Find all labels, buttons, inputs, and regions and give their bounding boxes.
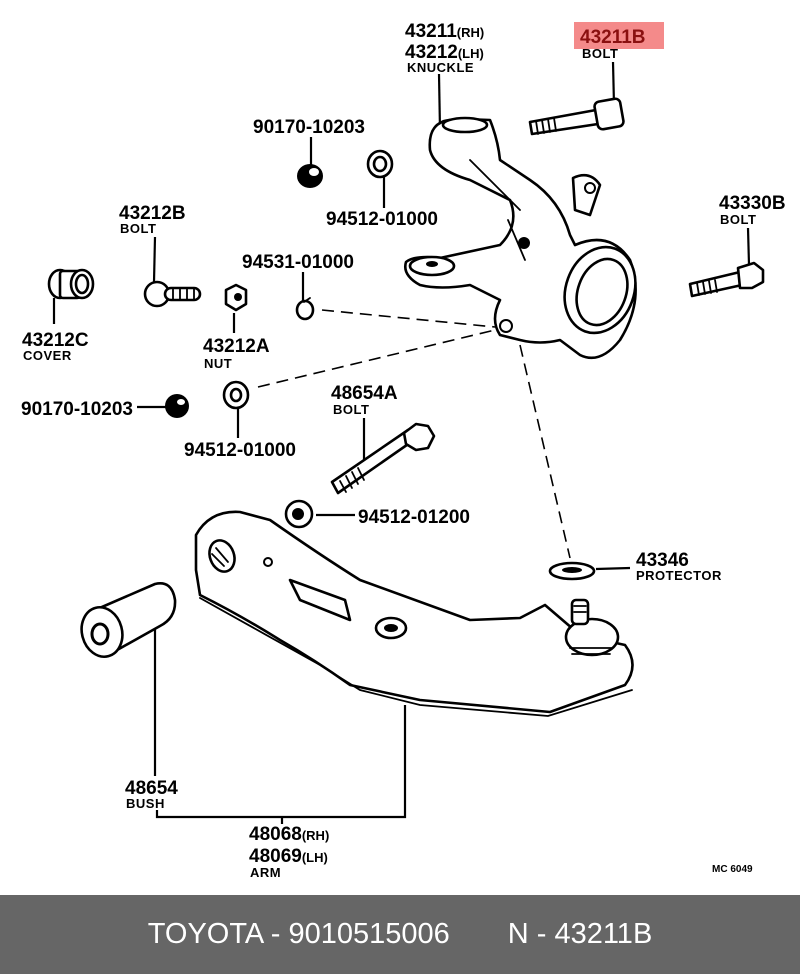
knuckle-pn-lh: 43212 bbox=[405, 42, 458, 63]
label-nut-43212a[interactable]: 43212A NUT bbox=[203, 336, 270, 371]
bush-name: BUSH bbox=[126, 796, 165, 811]
nut-43212a-icon[interactable] bbox=[224, 283, 248, 312]
bolt-43330b-name: BOLT bbox=[720, 212, 756, 227]
bolt-48654a-name: BOLT bbox=[333, 402, 369, 417]
protector-43346-icon[interactable] bbox=[548, 561, 596, 581]
cover-43212c-icon[interactable] bbox=[47, 268, 95, 300]
washer-94512-top-icon[interactable] bbox=[366, 149, 394, 179]
label-bolt-43211b[interactable]: 43211B BOLT bbox=[580, 27, 646, 61]
nut-90170-left-icon[interactable] bbox=[165, 394, 189, 418]
arm-pn-rh: 48068 bbox=[249, 824, 302, 845]
bush-pn: 48654 bbox=[125, 778, 178, 799]
arm-48068-icon[interactable] bbox=[194, 510, 634, 717]
cover-name: COVER bbox=[23, 348, 72, 363]
bolt-43330b-icon[interactable] bbox=[688, 261, 765, 298]
parts-diagram: 43211(RH) 43212(LH) KNUCKLE 43211B BOLT … bbox=[21, 21, 786, 880]
svg-text:48069(LH): 48069(LH) bbox=[249, 846, 328, 867]
nut-43212a-name: NUT bbox=[204, 356, 232, 371]
highlight-43211b bbox=[574, 22, 664, 49]
knuckle-pn-rh: 43211 bbox=[405, 21, 457, 42]
bolt-43212b-icon[interactable] bbox=[143, 280, 202, 308]
svg-text:43212(LH): 43212(LH) bbox=[405, 42, 484, 63]
bolt-43212b-pn: 43212B bbox=[119, 203, 186, 224]
label-protector-43346[interactable]: 43346 PROTECTOR bbox=[636, 550, 722, 583]
assembly-dash-lines bbox=[257, 309, 571, 559]
diagram-ref-code: MC 6049 bbox=[712, 864, 753, 875]
bolt-43211b-pn: 43211B bbox=[580, 27, 646, 48]
svg-text:48068(RH): 48068(RH) bbox=[249, 824, 329, 845]
washer-94512-mid-icon[interactable] bbox=[222, 380, 250, 410]
footer-bar: TOYOTA - 9010515006 N - 43211B bbox=[0, 895, 800, 974]
bolt-43212b-name: BOLT bbox=[120, 221, 156, 236]
bolt-43211b-icon[interactable] bbox=[528, 97, 625, 136]
bush-48654-icon[interactable] bbox=[76, 582, 177, 661]
knuckle-name: KNUCKLE bbox=[407, 60, 474, 75]
label-washer-94512-mid[interactable]: 94512-01000 bbox=[184, 440, 296, 461]
svg-text:43211(RH): 43211(RH) bbox=[405, 21, 484, 42]
bolt-48654a-pn: 48654A bbox=[331, 383, 398, 404]
nut-43212a-pn: 43212A bbox=[203, 336, 270, 357]
arm-pn-lh: 48069 bbox=[249, 846, 302, 867]
label-bolt-43330b[interactable]: 43330B BOLT bbox=[719, 193, 786, 227]
label-nut-90170-left[interactable]: 90170-10203 bbox=[21, 399, 133, 420]
nut-90170-top-icon[interactable] bbox=[297, 164, 323, 188]
bolt-43330b-pn: 43330B bbox=[719, 193, 786, 214]
protector-name: PROTECTOR bbox=[636, 568, 722, 583]
label-bush-48654[interactable]: 48654 BUSH bbox=[125, 778, 178, 811]
footer-brand-part-number: TOYOTA - 9010515006 bbox=[147, 918, 450, 950]
label-nut-90170-top[interactable]: 90170-10203 bbox=[253, 117, 365, 138]
protector-pn: 43346 bbox=[636, 550, 689, 571]
label-cover-43212c[interactable]: 43212C COVER bbox=[22, 330, 89, 363]
label-bolt-48654a[interactable]: 48654A BOLT bbox=[331, 383, 398, 417]
label-bolt-43212b[interactable]: 43212B BOLT bbox=[119, 203, 186, 236]
bolt-48654a-icon[interactable] bbox=[330, 422, 436, 495]
footer-reference-number: N - 43211B bbox=[507, 918, 653, 950]
label-pin-94531[interactable]: 94531-01000 bbox=[242, 252, 354, 273]
label-arm[interactable]: 48068(RH) 48069(LH) ARM bbox=[249, 824, 329, 880]
label-washer-94512-01200[interactable]: 94512-01200 bbox=[358, 507, 470, 528]
leader-lines bbox=[52, 61, 751, 824]
label-washer-94512-top[interactable]: 94512-01000 bbox=[326, 209, 438, 230]
bolt-43211b-name: BOLT bbox=[582, 46, 618, 61]
arm-name: ARM bbox=[250, 865, 281, 880]
knuckle-icon[interactable] bbox=[404, 116, 647, 360]
pin-94531-icon[interactable] bbox=[295, 297, 315, 321]
washer-94512-01200-icon[interactable] bbox=[284, 499, 314, 529]
cover-pn: 43212C bbox=[22, 330, 89, 351]
label-knuckle[interactable]: 43211(RH) 43212(LH) KNUCKLE bbox=[405, 21, 484, 75]
